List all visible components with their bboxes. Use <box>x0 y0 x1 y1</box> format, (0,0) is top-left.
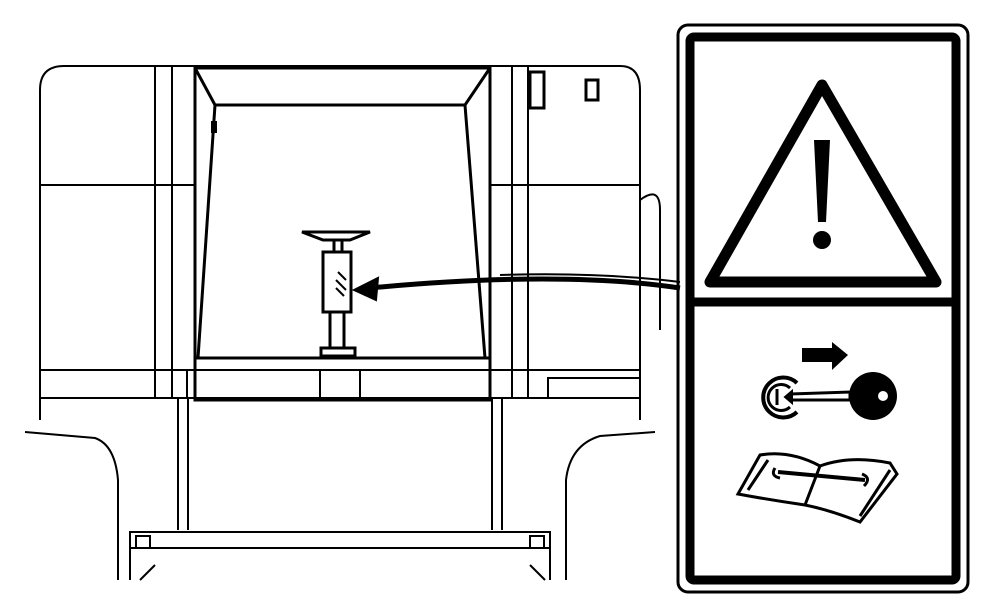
warning-decal <box>676 23 970 594</box>
ignition-key-icon <box>761 372 897 420</box>
cab-outline <box>39 65 641 420</box>
service-manual-icon <box>735 452 899 524</box>
light-left <box>528 70 546 110</box>
arrow-right-icon <box>802 342 848 370</box>
steering-column <box>301 230 371 358</box>
light-right <box>584 78 600 102</box>
warning-triangle-icon <box>704 79 942 288</box>
machine-cab <box>24 65 661 581</box>
window-frame <box>193 66 492 402</box>
callout-arrow-icon <box>351 273 681 302</box>
